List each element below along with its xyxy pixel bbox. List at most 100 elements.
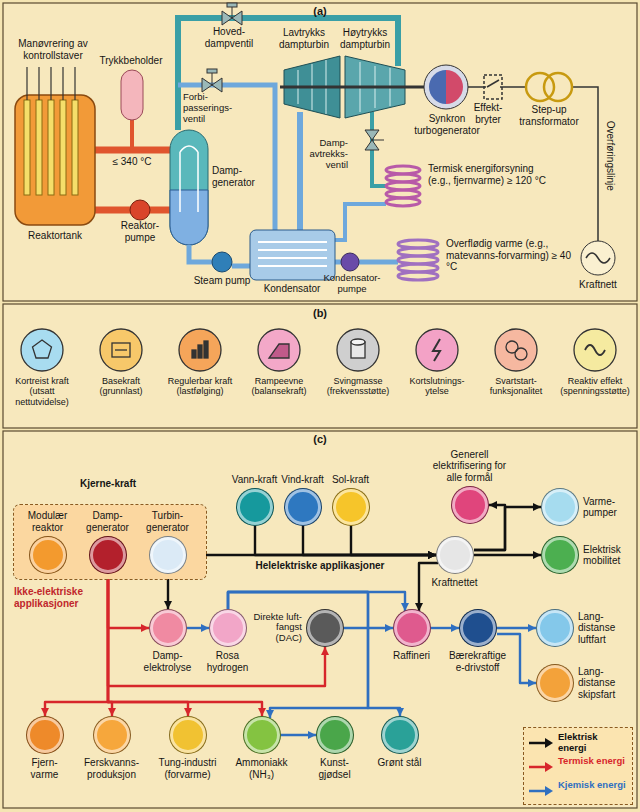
node-label: Modulær reaktor [19,510,77,533]
legend-arrow [545,786,553,796]
node-label: Turbin-generator [139,510,197,533]
node-circle: Elektrisk mobilitet [541,536,579,574]
node-circle: Lang-distanse skipsfart [536,664,574,702]
label-text: Effekt-bryter [468,102,508,125]
node-circle: Lang-distanse luftfart [536,609,574,647]
node-circle: Rosa hydrogen [209,609,247,647]
node-label: Kjerne-kraft [73,478,143,490]
legend-box: Elektrisk energiTermisk energiKjemisk en… [524,728,632,804]
legend-swatch [528,737,554,749]
node-circle: Sol-kraft [332,488,370,526]
generator [424,65,468,109]
reactor-tank [15,67,95,225]
node-circle: Fjern-varme [26,716,64,754]
label-text: Step-up transformator [512,104,586,127]
label-text: Trykkbeholder [95,55,167,67]
legend-text: Kjemisk energi [558,780,626,791]
label-text: (b) [270,307,370,320]
group-box: Kjerne-kraftModulær reaktorDamp-generato… [14,505,206,579]
label-text: Kondensator [257,283,327,295]
label-text: (c) [270,433,370,446]
label-text: Svartstart-funksjonalitet [478,376,554,397]
flow-connector [351,526,436,555]
legend-line [529,790,546,793]
label-text: (a) [270,5,370,18]
node-label: Grønt stål [375,757,425,769]
flow-connector [228,592,368,718]
label-text: Overflødig varme (e.g., matevanns-forvar… [446,238,578,273]
node-label: Elektrisk mobilitet [583,543,637,566]
node-circle: Kraftnettet [436,536,474,574]
node-circle: Ferskvanns-produksjon [93,716,131,754]
flow-connector [255,526,436,555]
node-label: Bærekraftige e-drivstoff [445,650,511,673]
label-text: Kraftnett [566,279,630,291]
condenser-pump [341,253,359,271]
legend-arrow [545,738,553,748]
node-label: Vind-kraft [280,474,326,486]
flow-connector [108,574,188,716]
label-text: Manøvrering av kontrollstaver [5,38,101,61]
steam-pump [212,252,232,272]
pressurizer [121,70,143,120]
label-text: Kortreist kraft (utsatt nettutvidelse) [4,376,80,407]
node-label: Varme-pumper [583,495,637,518]
flow-connector [497,627,536,629]
flow-connector [187,627,209,629]
flow-connector [108,574,262,716]
node-circle: Modulær reaktor [29,536,67,574]
capability-icons [21,329,616,371]
node-circle: Vind-kraft [284,488,322,526]
primary-loop [95,118,172,210]
legend-line [529,742,546,745]
label-text: Damp-avtrekks-ventil [294,138,348,171]
condenser [250,230,335,280]
node-circle: Direkte luft-fangst (DAC) [306,609,344,647]
legend-arrow [545,762,553,772]
node-label: Generell elektrifisering for alle formål [432,449,508,484]
node-label: Raffineri [382,650,442,662]
node-label: Ammoniakk (NH₃) [228,757,296,780]
flow-connector [228,592,400,716]
flow-connector [303,526,436,555]
turbines [280,56,424,118]
label-text: Kondensator-pumpe [320,273,384,295]
label-text: Steam pump [187,275,257,287]
grid-symbol [581,241,615,275]
legend-row: Elektrisk energi [528,732,628,755]
label-text: Hoved-dampventil [200,26,258,49]
node-label: Rosa hydrogen [203,650,253,673]
label-text: ≤ 340 °C [100,156,164,168]
label-text: Helelektriske applikasjoner [225,560,415,572]
node-circle: Generell elektrifisering for alle formål [451,486,489,524]
label-text: Reaktiv effekt (spenningsstøtte) [557,376,633,397]
node-circle: Raffineri [393,609,431,647]
node-circle: Ammoniakk (NH₃) [243,716,281,754]
node-circle: Grønt stål [381,716,419,754]
label-text: Regulerbar kraft (lastfølging) [162,376,238,397]
node-circle: Damp-elektrolyse [149,609,187,647]
node-circle: Bærekraftige e-drivstoff [459,609,497,647]
label-text: Lavtrykks dampturbin [274,27,334,50]
node-circle: Vann-kraft [236,488,274,526]
node-label: Kunst-gjødsel [307,757,363,780]
steam-generator [170,130,208,245]
legend-row: Kjemisk energi [528,780,628,803]
flow-connector [167,574,169,609]
node-circle: Damp-generator [89,536,127,574]
label-text: Synkron turbogenerator [414,113,480,136]
label-text: Reaktortank [10,230,100,242]
node-label: Ferskvanns-produksjon [77,757,147,780]
node-circle: Tung-industri (forvarme) [169,716,207,754]
node-label: Damp-elektrolyse [137,650,199,673]
flow-connector [431,627,459,629]
node-circle: Varme-pumper [541,488,579,526]
legend-swatch [528,785,554,797]
label-text: Høytrykks dampturbin [336,27,394,50]
label-text: Rampeevne (balansekraft) [241,376,317,397]
label-text: Reaktor-pumpe [115,220,165,243]
reactor-pump [130,200,150,220]
label-text: Ikke-elektriske applikasjoner [14,586,104,609]
node-label: Sol-kraft [328,474,374,486]
